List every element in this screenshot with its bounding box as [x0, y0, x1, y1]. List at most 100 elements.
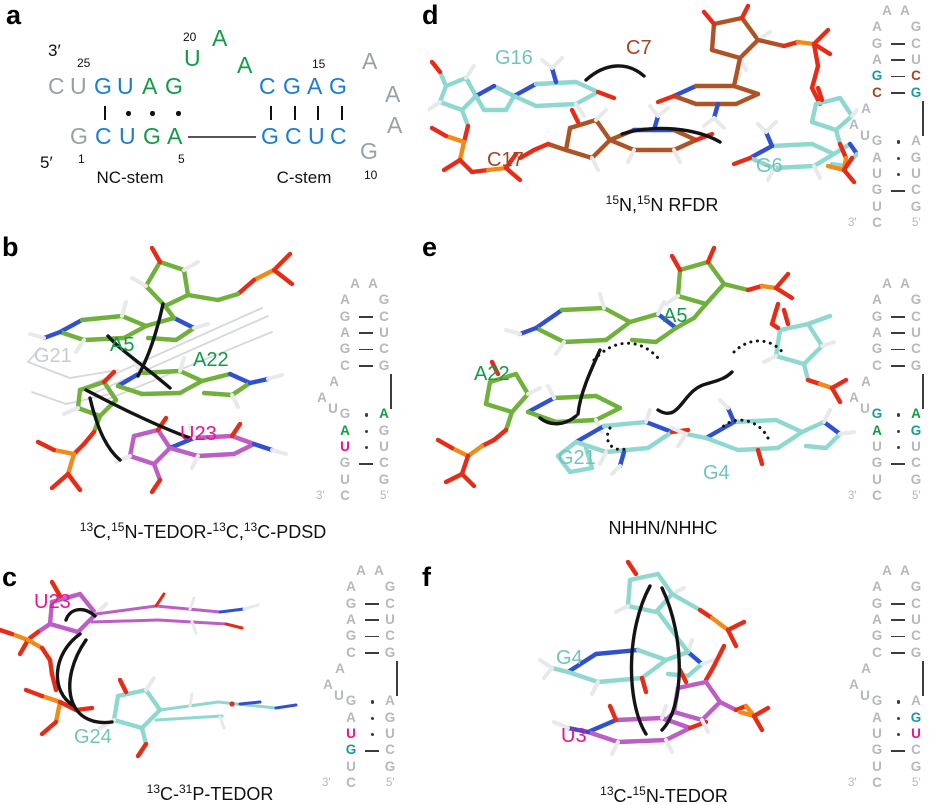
inset-nt: C — [911, 455, 921, 471]
inset-nt: C — [911, 182, 921, 198]
inset-nt: G — [910, 758, 922, 774]
inset-nt: A — [911, 693, 921, 709]
inset-pair-bond — [371, 700, 375, 704]
sugar-phosphate-backbone — [35, 369, 119, 493]
inset-nt: G — [910, 292, 922, 308]
inset-nt: U — [911, 324, 921, 340]
transfer-arrows — [84, 302, 192, 462]
inset-pair-bond — [891, 43, 905, 45]
five-prime-label: 5′ — [40, 153, 53, 172]
inset-nt: G — [339, 406, 351, 422]
inset-nt: U — [385, 611, 395, 627]
g24-nucleotide — [98, 676, 298, 759]
inset-pair-bond — [897, 140, 901, 144]
nt-letter-C: C — [95, 123, 112, 149]
c17-nucleotide — [517, 104, 715, 172]
inset-nt: A — [849, 390, 859, 406]
inset-nt: 3′ — [848, 216, 857, 229]
nc-pair-bond — [126, 111, 131, 116]
c-pair-bond — [294, 106, 297, 120]
residue-label-c7: C7 — [626, 37, 652, 59]
nt-letter-U: U — [70, 73, 87, 99]
inset-nt: U — [385, 726, 395, 741]
inset-nt: A — [872, 709, 882, 725]
phosphate-group — [429, 123, 523, 183]
inset-nt: U — [346, 726, 356, 741]
inset-nt: U — [911, 51, 921, 67]
residue-number-25: 25 — [77, 56, 91, 70]
u23-nucleotide — [114, 415, 288, 495]
residue-label-g21: G21 — [34, 345, 72, 367]
g4-nucleotide — [538, 560, 716, 696]
inset-nt: A — [872, 292, 882, 308]
inset-nt: G — [871, 182, 883, 198]
experiment-caption-b: 13C,15N-TEDOR-13C,13C-PDSD — [79, 520, 327, 542]
nc-pair-bond — [104, 106, 107, 120]
inset-nt: G — [378, 357, 390, 373]
u3-nucleotide — [552, 667, 771, 756]
panel-f-label: f — [422, 562, 431, 592]
experiment-caption-c: 13C-31P-TEDOR — [146, 782, 274, 804]
inset-nt: U — [911, 166, 921, 181]
inset-nt: A — [900, 3, 910, 18]
inset-nt: G — [910, 149, 922, 165]
solid-transfer-arrows — [538, 348, 734, 426]
inset-nt: A — [911, 406, 921, 422]
residue-label-g24: G24 — [74, 726, 112, 748]
g4-sugar — [762, 307, 849, 405]
inset-nt: A — [335, 660, 345, 676]
inset-nt: C — [385, 628, 395, 644]
inset-nt: A — [346, 611, 356, 627]
nt-letter-C: C — [259, 73, 276, 99]
inset-nt: U — [379, 324, 389, 340]
inset-pair-bond — [365, 603, 379, 605]
inset-pair-bond — [359, 348, 373, 351]
nt-letter-G: G — [360, 138, 378, 164]
inset-pair-bond — [891, 332, 905, 335]
inset-nt: G — [384, 758, 396, 774]
inset-nt: G — [871, 68, 883, 84]
inset-nt: C — [872, 774, 882, 790]
inset-nt: U — [911, 611, 921, 627]
inset-nt: G — [345, 628, 357, 644]
inset-pair-bond — [891, 462, 905, 465]
residue-label-c17: C17 — [487, 149, 524, 171]
nt-letter-G: G — [165, 73, 183, 99]
inset-nt: G — [378, 471, 390, 487]
inset-stem-line — [922, 100, 924, 137]
residue-label-g6: G6 — [756, 155, 783, 177]
inset-nt: C — [379, 341, 389, 357]
three-prime-label: 3′ — [48, 41, 61, 60]
residue-label-g21: G21 — [558, 447, 596, 469]
inset-pair-bond — [897, 429, 901, 434]
inset-nt: C — [385, 595, 395, 611]
inset-nt: G — [871, 595, 883, 611]
nt-letter-A: A — [212, 25, 228, 51]
inset-nt: G — [339, 308, 351, 324]
inset-pair-bond — [897, 700, 901, 704]
nt-letter-G: G — [329, 73, 347, 99]
inset-nt: G — [378, 422, 390, 438]
inset-nt: A — [861, 373, 871, 389]
experiment-caption-f: 13C-15N-TEDOR — [600, 784, 728, 805]
nc-pair-bond — [150, 111, 155, 116]
inset-nt: 5′ — [912, 216, 921, 229]
inset-nt: 3′ — [848, 489, 857, 502]
nt-letter-A: A — [362, 48, 378, 74]
phosphate-group-top — [759, 271, 795, 327]
inset-pair-bond — [897, 413, 901, 417]
inset-nt: U — [340, 471, 350, 487]
residue-number-15: 15 — [312, 57, 326, 71]
g16-nucleotide — [428, 56, 617, 129]
residue-label-a5: A5 — [663, 305, 688, 327]
inset-nt: C — [340, 357, 350, 373]
inset-nt: A — [368, 276, 378, 291]
panel-e-label: e — [422, 232, 438, 262]
inset-pair-bond — [891, 75, 905, 78]
inset-nt: G — [910, 84, 922, 100]
inset-nt: U — [872, 198, 882, 214]
molecule-render-f — [538, 560, 771, 756]
